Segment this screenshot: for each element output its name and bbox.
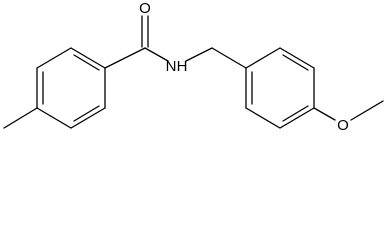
atom-nitrogen-amide: N: [166, 58, 177, 75]
bond-methoxy-methyl: [350, 100, 384, 121]
atom-oxygen-methoxy: O: [337, 117, 349, 134]
bond-ring2-inner-c: [282, 54, 309, 71]
bond-ring1-f: [36, 107, 72, 129]
bond-ring-carbonyl: [104, 47, 146, 69]
atom-labels: O N H O: [139, 0, 349, 134]
bond-ring1-inner-b: [73, 54, 100, 71]
bond-ring1-inner-c: [73, 105, 100, 122]
bond-n-ch2: [185, 47, 213, 62]
bond-methyl: [3, 107, 38, 129]
bond-ch2-ring: [211, 47, 247, 69]
bond-ring-methoxy-o: [313, 107, 336, 121]
atom-hydrogen-amide: H: [177, 58, 188, 75]
bond-ring2-b: [245, 107, 281, 129]
bonds: [3, 15, 384, 129]
bond-carbonyl-n: [144, 47, 169, 62]
atom-oxygen-carbonyl: O: [139, 0, 151, 17]
bond-ring2-inner-b: [282, 105, 309, 122]
bond-ring2-f: [245, 47, 281, 69]
bond-ring1-b: [36, 47, 72, 69]
bond-ring2-c: [279, 107, 315, 129]
bond-ring1-e: [70, 107, 106, 129]
bond-ring1-c: [70, 47, 106, 69]
molecule-structure-diagram: O N H O: [3, 0, 384, 134]
bond-ring2-e: [279, 47, 315, 69]
